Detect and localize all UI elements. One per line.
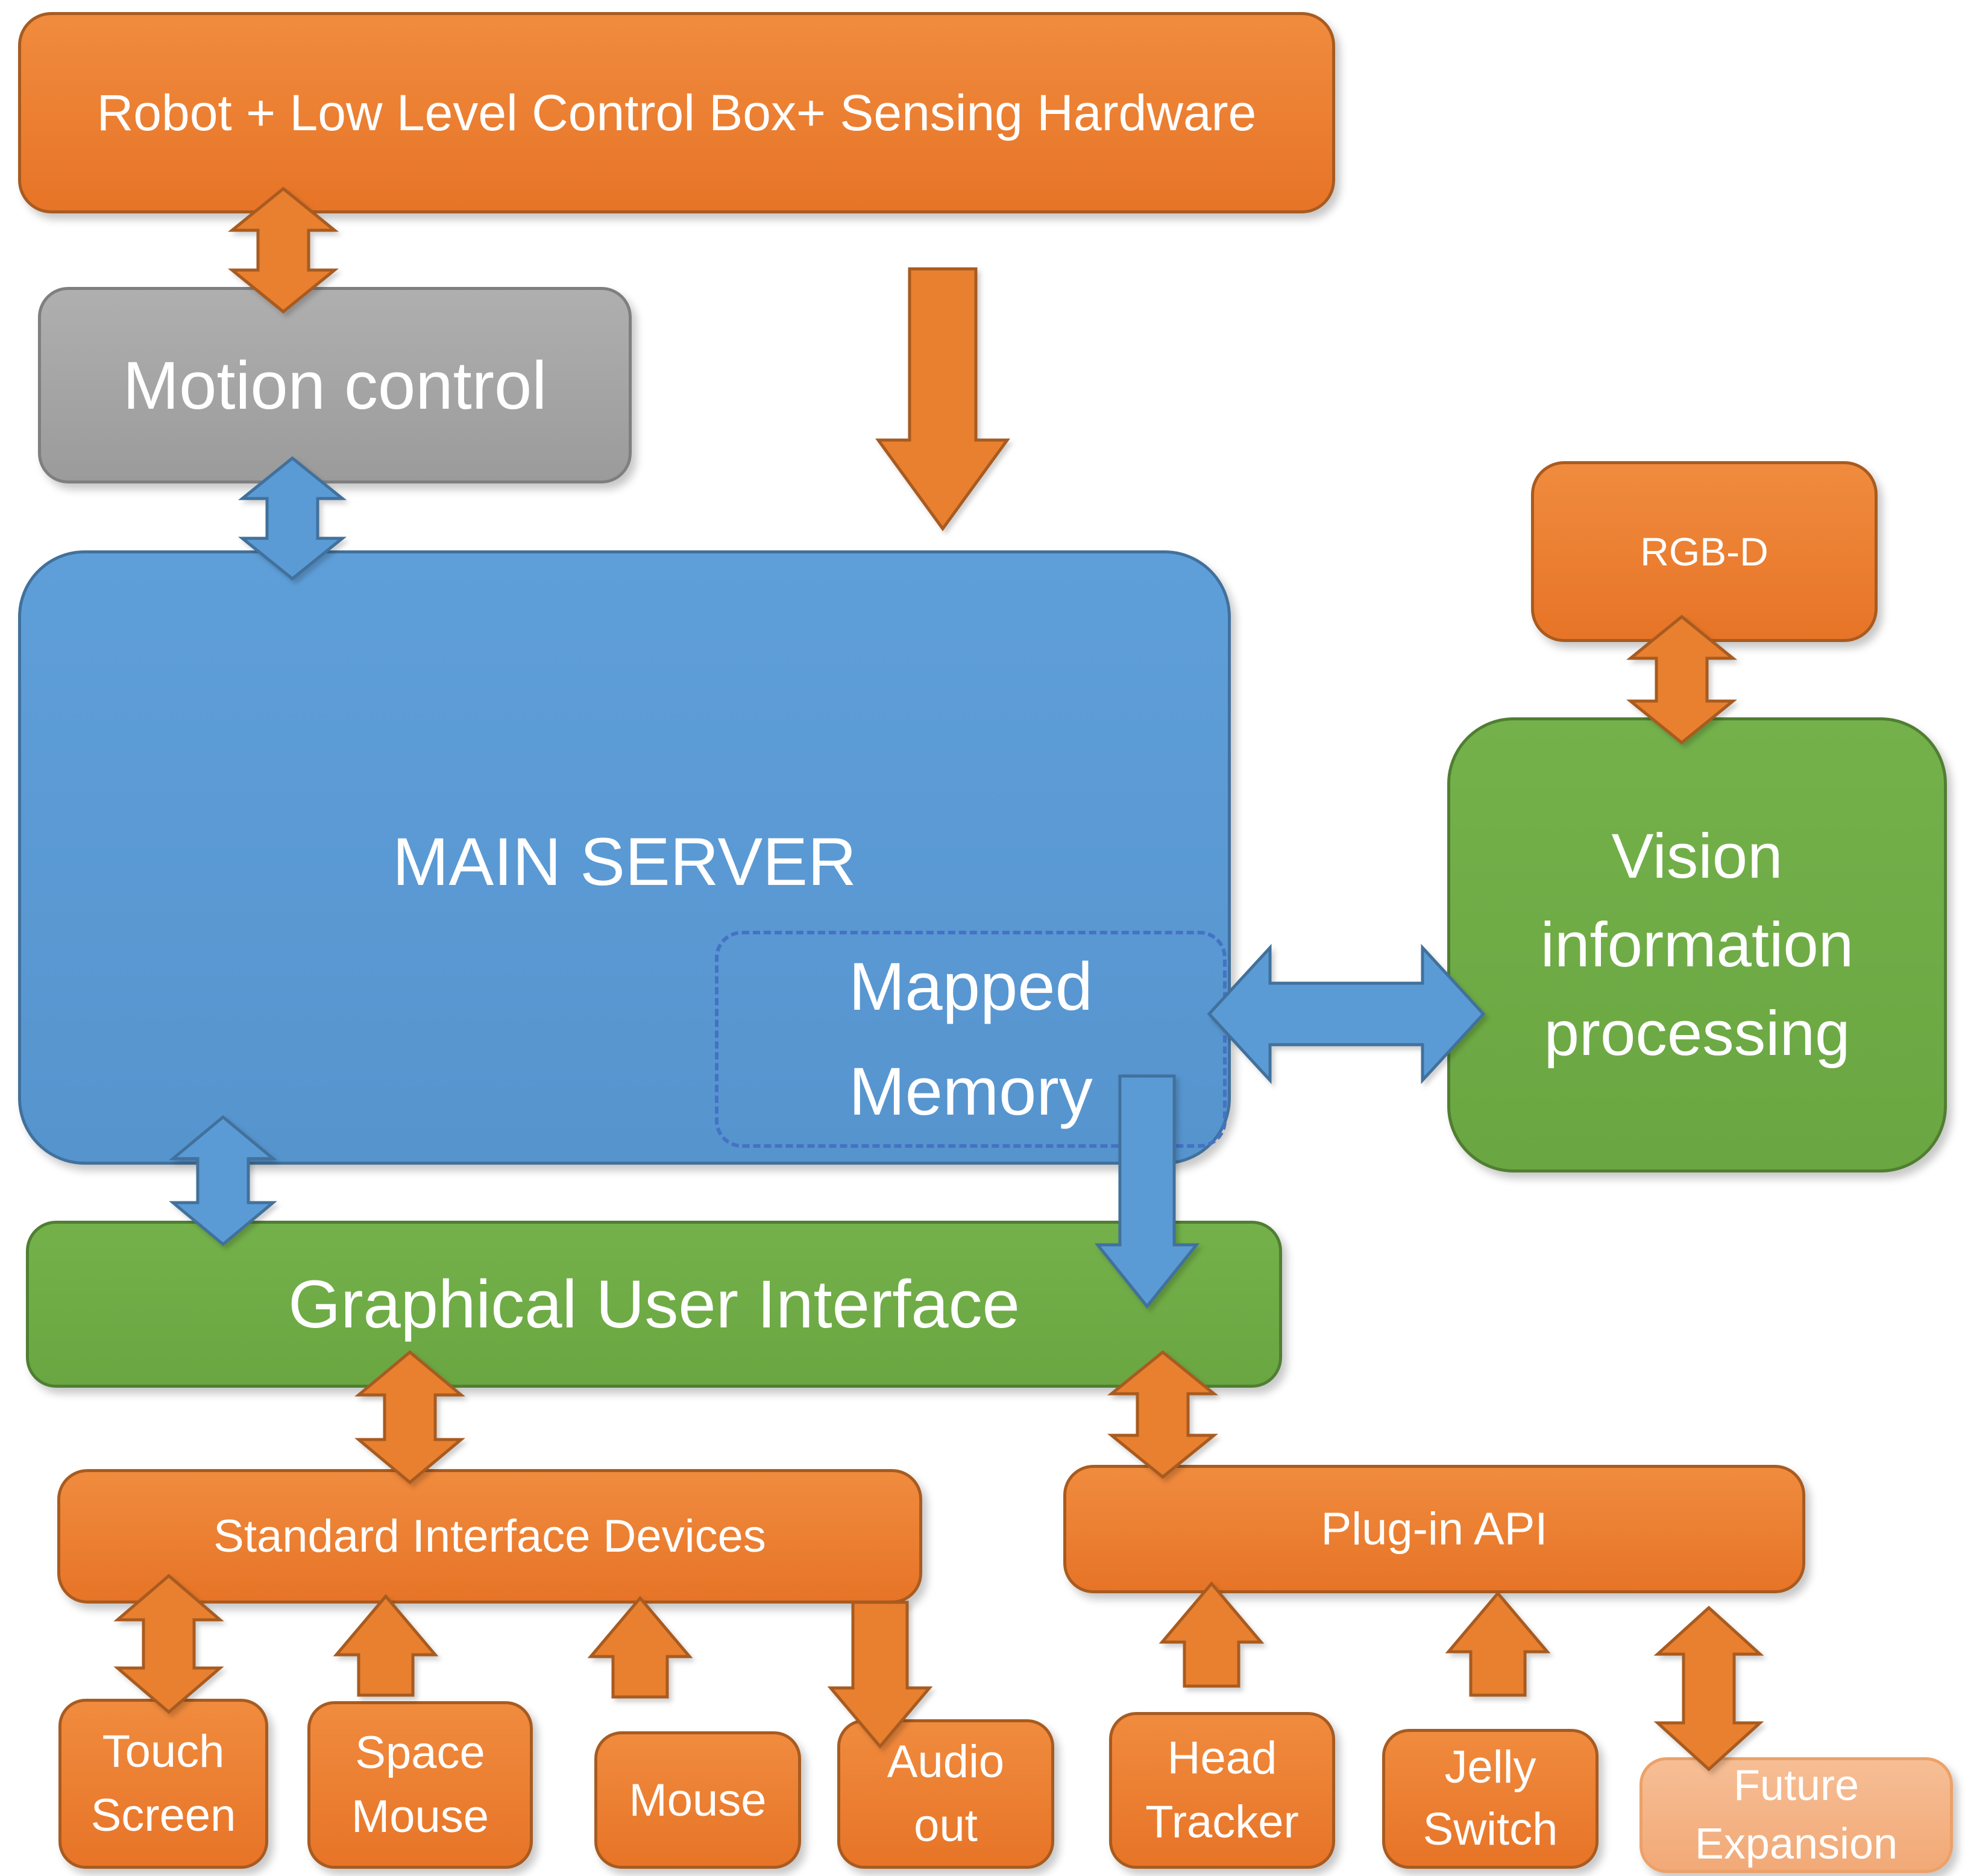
future-expansion-box: Future Expansion xyxy=(1640,1757,1953,1873)
standard-interface-devices-box: Standard Interface Devices xyxy=(57,1469,922,1604)
standard-interface-devices-label: Standard Interface Devices xyxy=(213,1511,766,1562)
robot-hardware-box: Robot + Low Level Control Box+ Sensing H… xyxy=(18,12,1335,213)
plugin-api-box: Plug-in API xyxy=(1063,1465,1805,1593)
mouse-box: Mouse xyxy=(594,1731,801,1869)
arrow-gui-standard-devices-icon xyxy=(354,1350,465,1485)
main-server-label: MAIN SERVER xyxy=(392,824,857,899)
arrow-sid-audio-out-icon xyxy=(827,1601,933,1749)
arrow-gui-plugin-api-icon xyxy=(1107,1350,1219,1479)
arrow-robot-motion-icon xyxy=(227,186,339,314)
arrow-mapped-memory-gui-icon xyxy=(1094,1074,1200,1309)
main-server-box: MAIN SERVER xyxy=(18,550,1231,1165)
arrow-motion-server-icon xyxy=(237,456,347,581)
arrow-jelly-switch-plugin-icon xyxy=(1445,1591,1551,1697)
vision-processing-box: Vision information processing xyxy=(1447,717,1947,1172)
space-mouse-label: Space Mouse xyxy=(351,1726,489,1842)
arrow-rgbd-vision-icon xyxy=(1626,614,1738,745)
arrow-server-vision-icon xyxy=(1207,943,1486,1084)
future-expansion-label: Future Expansion xyxy=(1694,1761,1898,1868)
head-tracker-label: Head Tracker xyxy=(1145,1732,1299,1848)
touch-screen-box: Touch Screen xyxy=(58,1699,268,1869)
mouse-label: Mouse xyxy=(629,1774,767,1826)
audio-out-label: Audio out xyxy=(887,1736,1005,1851)
jelly-switch-box: Jelly Switch xyxy=(1382,1729,1599,1869)
jelly-switch-label: Jelly Switch xyxy=(1423,1742,1558,1855)
rgbd-box: RGB-D xyxy=(1531,461,1878,642)
arrow-plugin-future-expansion-icon xyxy=(1653,1605,1764,1772)
head-tracker-box: Head Tracker xyxy=(1109,1712,1335,1869)
arrow-mouse-sid-icon xyxy=(587,1596,693,1699)
arrow-robot-server-icon xyxy=(875,267,1010,532)
arrow-space-mouse-sid-icon xyxy=(333,1594,439,1697)
gui-box: Graphical User Interface xyxy=(26,1221,1282,1388)
gui-label: Graphical User Interface xyxy=(288,1267,1020,1342)
vision-processing-label: Vision information processing xyxy=(1540,821,1854,1069)
arrow-server-gui-icon xyxy=(169,1115,277,1247)
motion-control-label: Motion control xyxy=(122,347,547,423)
rgbd-label: RGB-D xyxy=(1640,529,1768,574)
arrow-sid-touch-screen-icon xyxy=(113,1573,224,1714)
robot-hardware-label: Robot + Low Level Control Box+ Sensing H… xyxy=(96,84,1257,141)
space-mouse-box: Space Mouse xyxy=(307,1701,533,1869)
mapped-memory-box: Mapped Memory xyxy=(715,931,1227,1148)
audio-out-box: Audio out xyxy=(837,1719,1054,1869)
plugin-api-label: Plug-in API xyxy=(1321,1503,1548,1555)
arrow-head-tracker-plugin-icon xyxy=(1159,1581,1265,1688)
mapped-memory-label: Mapped Memory xyxy=(849,949,1093,1129)
touch-screen-label: Touch Screen xyxy=(90,1725,236,1841)
motion-control-box: Motion control xyxy=(38,287,632,483)
